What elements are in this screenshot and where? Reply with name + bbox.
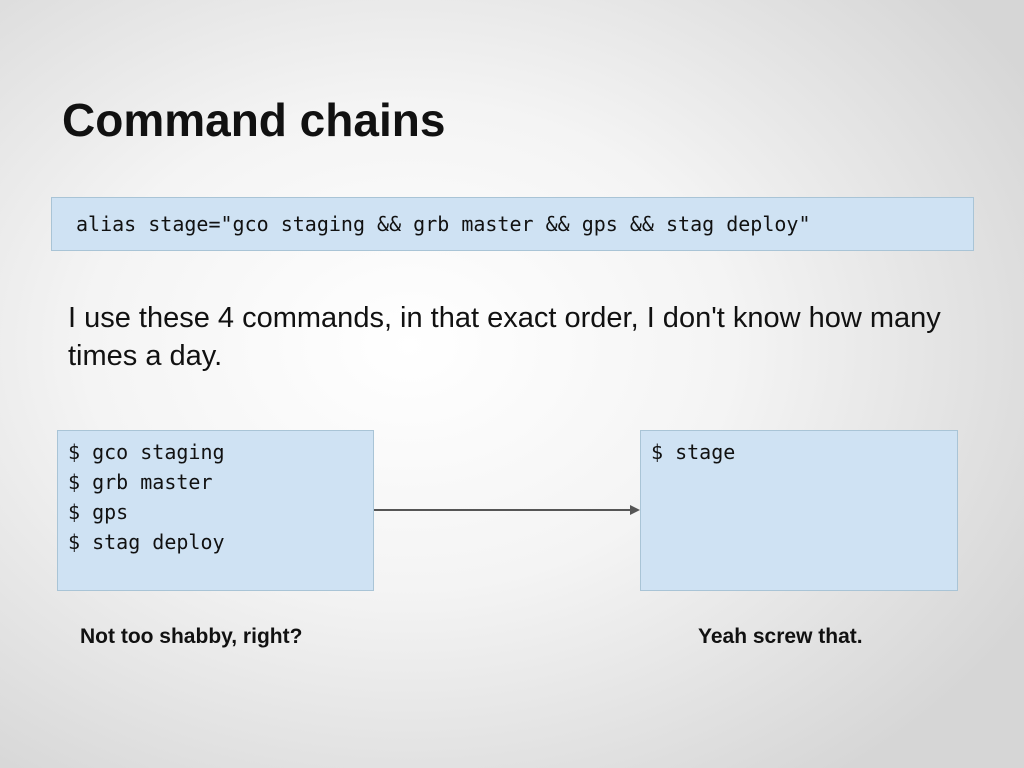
slide-title: Command chains	[62, 94, 446, 146]
caption-right: Yeah screw that.	[698, 625, 863, 648]
alias-code-block: alias stage="gco staging && grb master &…	[51, 197, 974, 251]
code-line: $ grb master	[68, 470, 213, 494]
code-line: $ gco staging	[68, 440, 225, 464]
stage-code-block: $ stage	[640, 430, 958, 591]
caption-left: Not too shabby, right?	[80, 625, 303, 648]
right-arrow-icon	[374, 505, 640, 515]
code-line: $ gps	[68, 500, 129, 524]
commands-code-block: $ gco staging $ grb master $ gps $ stag …	[57, 430, 374, 591]
body-paragraph: I use these 4 commands, in that exact or…	[68, 302, 941, 372]
code-line: $ stag deploy	[68, 530, 225, 554]
code-line: $ stage	[651, 440, 736, 464]
